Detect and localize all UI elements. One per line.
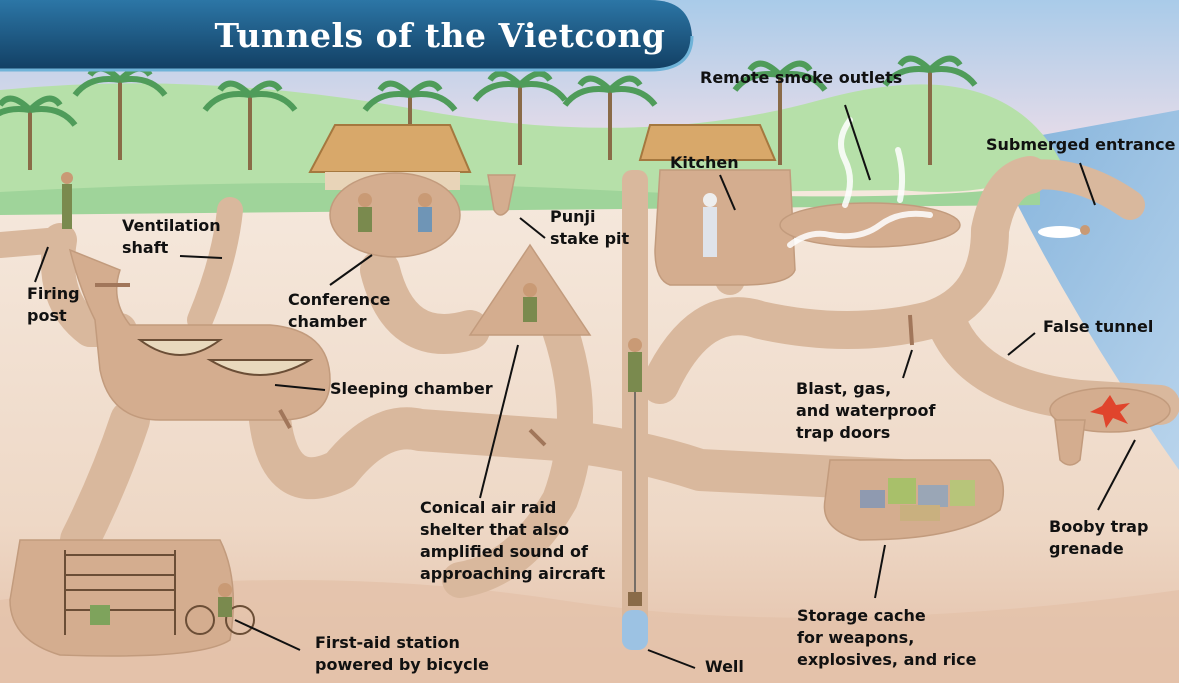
well-bucket xyxy=(628,592,642,606)
label-false-tunnel: False tunnel xyxy=(1043,316,1153,338)
label-ventilation-shaft: Ventilationshaft xyxy=(122,215,221,259)
label-well: Well xyxy=(705,656,744,678)
label-first-aid: First-aid stationpowered by bicycle xyxy=(315,632,489,676)
label-trap-doors: Blast, gas,and waterprooftrap doors xyxy=(796,378,935,444)
conference-chamber-shape xyxy=(330,173,460,257)
label-firing-post: Firingpost xyxy=(27,283,80,327)
well-water xyxy=(622,610,648,650)
label-storage-cache: Storage cachefor weapons,explosives, and… xyxy=(797,605,976,671)
first-aid-chamber-shape xyxy=(10,540,233,656)
smoke-tunnel-shape xyxy=(780,203,960,247)
label-air-raid-shelter: Conical air raidshelter that alsoamplifi… xyxy=(420,497,605,585)
first-aid-box xyxy=(90,605,110,625)
label-conference-chamber: Conferencechamber xyxy=(288,289,390,333)
label-punji-stake-pit: Punjistake pit xyxy=(550,206,629,250)
label-sleeping-chamber: Sleeping chamber xyxy=(330,378,493,400)
booby-trap-pit-shape xyxy=(1055,420,1085,465)
page-title: Tunnels of the Vietcong xyxy=(205,16,675,55)
label-booby-trap: Booby trapgrenade xyxy=(1049,516,1148,560)
label-smoke-outlets: Remote smoke outlets xyxy=(700,67,902,89)
label-kitchen: Kitchen xyxy=(670,152,739,174)
label-submerged-entrance: Submerged entrance xyxy=(986,134,1175,156)
